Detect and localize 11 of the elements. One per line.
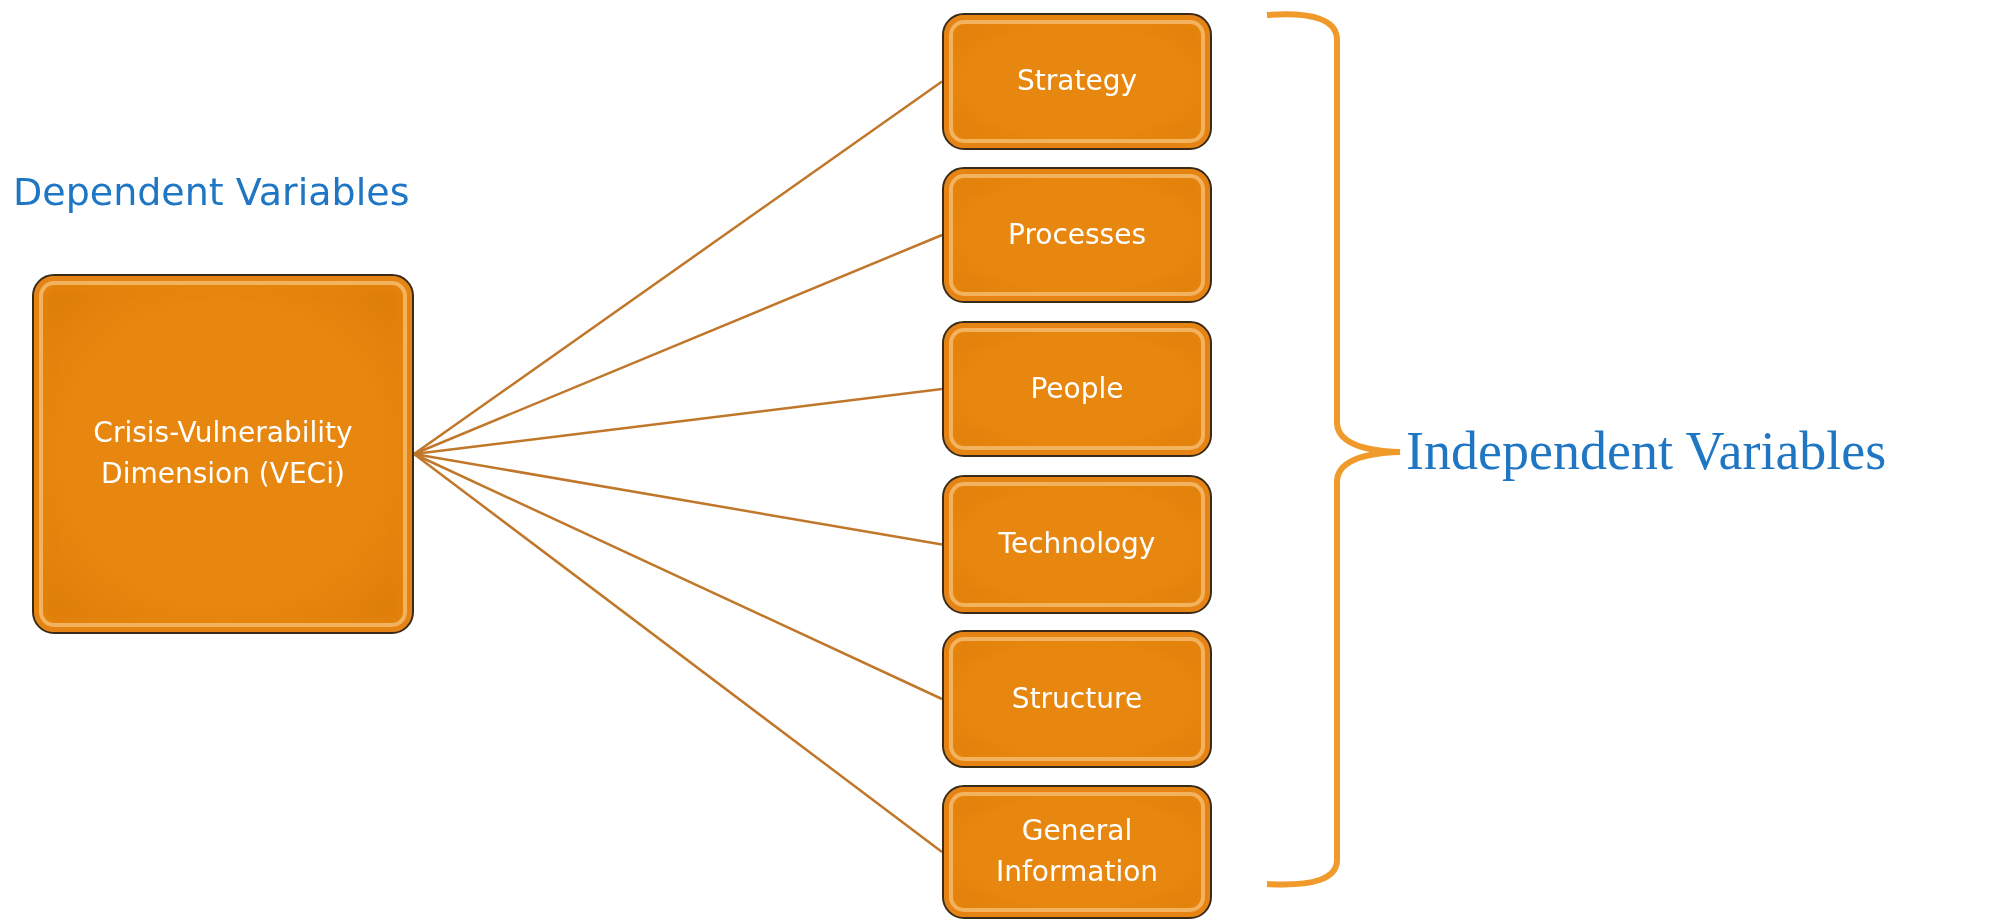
dependent-variable-box: Crisis-Vulnerability Dimension (VECi) — [32, 274, 414, 634]
independent-variable-box: Strategy — [942, 13, 1212, 150]
independent-variable-box: Structure — [942, 630, 1212, 768]
independent-variable-box: Processes — [942, 167, 1212, 303]
bracket-label: Independent Variables — [1406, 420, 1887, 482]
connector-line — [413, 233, 943, 456]
independent-variable-box: People — [942, 321, 1212, 457]
independent-variable-box: Technology — [942, 475, 1212, 614]
connector-line — [413, 453, 943, 853]
independent-variable-box: General Information — [942, 785, 1212, 919]
group-label: Dependent Variables — [13, 170, 410, 214]
